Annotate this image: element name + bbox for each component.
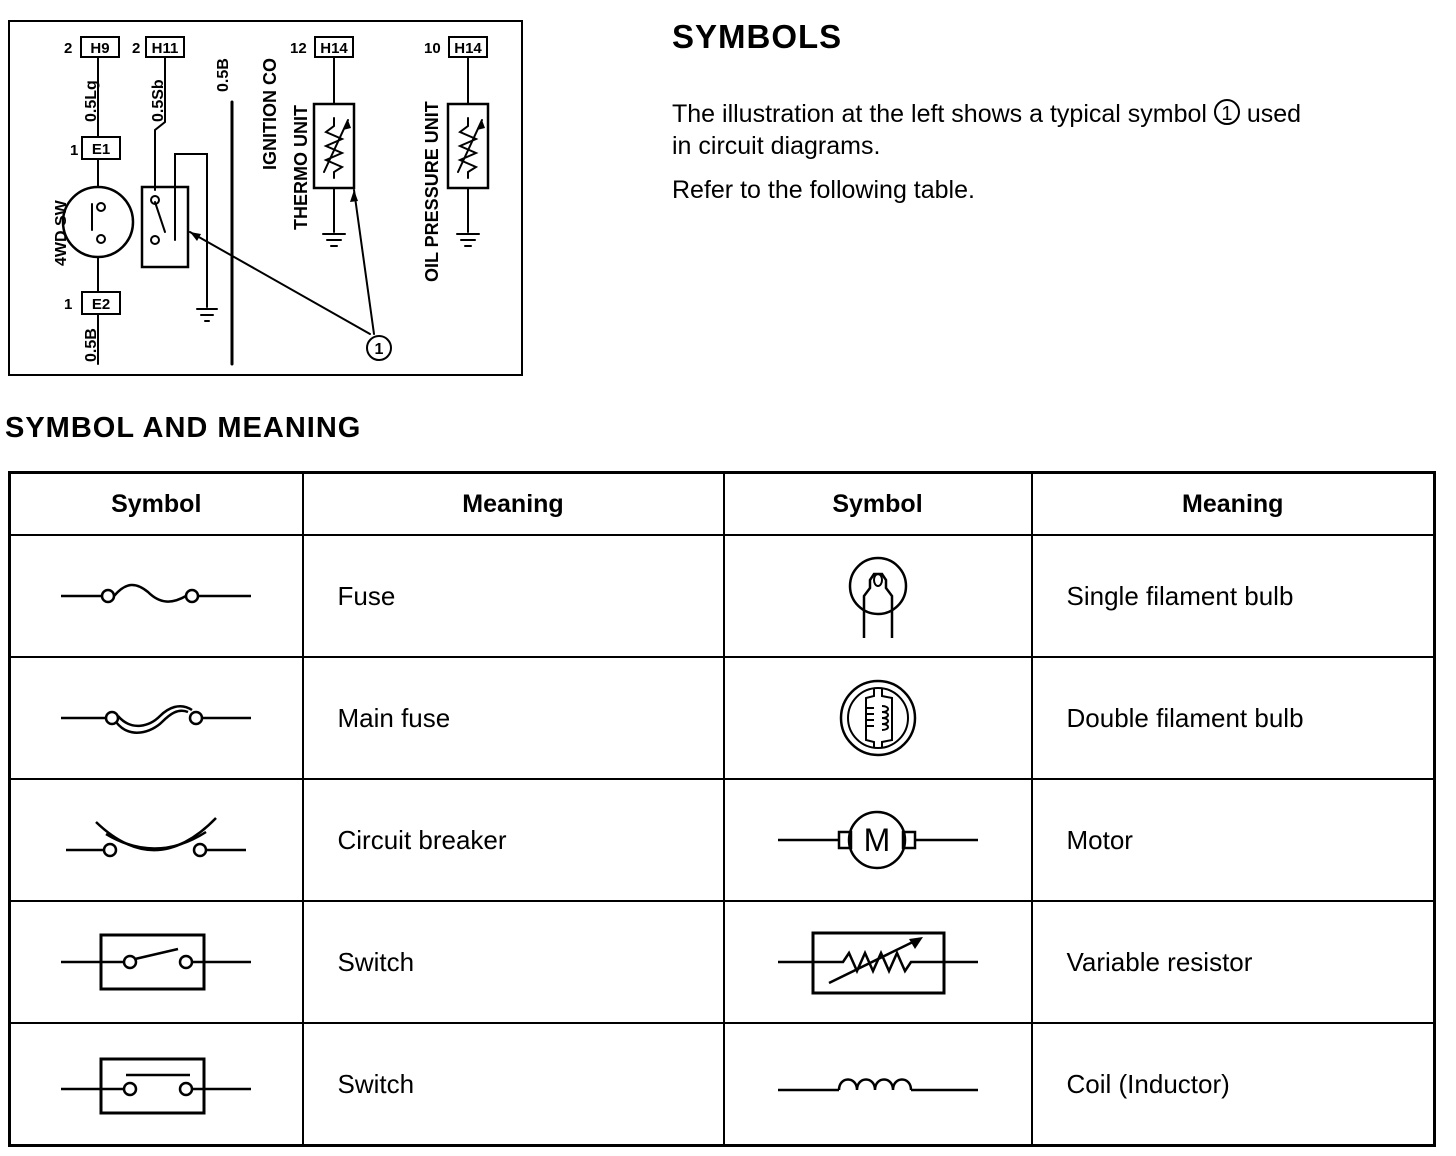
connector-pin: 10 [424, 40, 441, 57]
switch-contact [154, 201, 166, 233]
column-header-symbol: Symbol [8, 471, 304, 536]
symbol-cell [722, 534, 1033, 658]
table-row: Circuit breaker M Motor [8, 778, 1436, 902]
connector-code: E2 [92, 296, 110, 313]
meaning-cell: Motor [1030, 778, 1436, 902]
connector-pin: 1 [70, 142, 78, 159]
connector-box [81, 136, 121, 160]
callout-leader [353, 189, 375, 335]
symbol-cell: M [722, 778, 1033, 902]
symbols-heading: SYMBOLS [672, 18, 843, 55]
intro-line-1-end: used [1246, 100, 1302, 128]
symbol-meaning-table: Symbol Meaning Symbol Meaning Fuse [8, 471, 1436, 1147]
switch-open-icon [61, 933, 252, 991]
meaning-cell: Double filament bulb [1030, 656, 1436, 780]
arrow-head [343, 120, 351, 130]
wire [154, 56, 166, 191]
meaning-cell: Variable resistor [1030, 900, 1436, 1024]
single-filament-bulb-icon [848, 556, 907, 638]
circuit-diagram-svg: 2 H9 2 H11 12 H14 10 H14 1 E1 1 E2 4WD S… [53, 36, 490, 366]
switch-terminal [96, 202, 106, 212]
motor-icon: M [777, 810, 978, 870]
callout-leader [189, 231, 371, 335]
connector-code: H9 [90, 40, 109, 57]
symbol-cell [8, 656, 304, 780]
symbol-cell [8, 778, 304, 902]
arrow-head [190, 232, 201, 241]
column-header-meaning: Meaning [301, 471, 725, 536]
arrow-head [477, 120, 485, 130]
connector-code: H11 [152, 40, 179, 57]
connector-pin: 1 [64, 296, 72, 313]
ignition-label: IGNITION CO [260, 58, 280, 170]
fuse-icon [61, 583, 252, 604]
meaning-cell: Switch [301, 900, 725, 1024]
switch-box [140, 185, 190, 269]
arrow-head [350, 190, 358, 202]
connector-code: H14 [454, 40, 482, 57]
symbol-cell [8, 1022, 304, 1147]
intro-line-2: in circuit diagrams. [672, 132, 881, 160]
switch-terminal [150, 235, 160, 245]
meaning-cell: Circuit breaker [301, 778, 725, 902]
switch-circle [61, 185, 135, 259]
connector-pin: 12 [290, 40, 307, 57]
table-row: Switch Coil (Inductor) [8, 1022, 1436, 1147]
main-fuse-icon [61, 705, 252, 734]
connector-code: E1 [92, 141, 110, 158]
circuit-breaker-icon [66, 817, 247, 858]
meaning-cell: Coil (Inductor) [1030, 1022, 1436, 1147]
meaning-cell: Fuse [301, 534, 725, 658]
thermo-label: THERMO UNIT [291, 105, 311, 230]
meaning-cell: Single filament bulb [1030, 534, 1436, 658]
symbol-cell [722, 656, 1033, 780]
variable-resistor-icon [777, 931, 978, 995]
wire [174, 153, 208, 308]
switch-label: 4WD SW [53, 199, 70, 266]
intro-line-3: Refer to the following table. [672, 176, 975, 204]
wire-label: 0.5B [215, 58, 232, 92]
connector-code: H14 [320, 40, 348, 57]
symbol-cell [8, 900, 304, 1024]
connector-pin: 2 [64, 40, 72, 57]
meaning-cell: Switch [301, 1022, 725, 1147]
table-row: Main fuse Double filament bulb [8, 656, 1436, 780]
section-title: SYMBOL AND MEANING [5, 412, 362, 444]
callout-marker [366, 335, 392, 361]
motor-glyph: M [863, 822, 890, 858]
connector-box [80, 36, 120, 58]
symbol-cell [722, 900, 1033, 1024]
double-filament-bulb-icon [839, 679, 916, 757]
table-row: Fuse Single filament bulb [8, 534, 1436, 658]
intro-text: The illustration at the left shows a typ… [672, 98, 1456, 206]
switch-closed-icon [61, 1057, 252, 1115]
wire-label: 0.5Lg [83, 80, 100, 122]
symbol-cell [722, 1022, 1033, 1147]
column-header-meaning: Meaning [1030, 471, 1436, 536]
wire-label: 0.5Sb [150, 79, 167, 122]
connector-box [81, 291, 121, 315]
intro-line-1: The illustration at the left shows a typ… [672, 98, 1456, 130]
circuit-diagram: 2 H9 2 H11 12 H14 10 H14 1 E1 1 E2 4WD S… [8, 20, 523, 376]
circled-number-marker: 1 [1213, 99, 1240, 125]
meaning-cell: Main fuse [301, 656, 725, 780]
intro-line-1-text: The illustration at the left shows a typ… [672, 100, 1207, 128]
coil-inductor-icon [777, 1078, 978, 1092]
switch-terminal [96, 234, 106, 244]
column-header-symbol: Symbol [722, 471, 1033, 536]
oil-label: OIL PRESSURE UNIT [422, 101, 442, 282]
callout-number: 1 [375, 341, 384, 358]
wire-label: 0.5B [83, 328, 100, 362]
table-row: Switch Variable resistor [8, 900, 1436, 1024]
symbol-cell [8, 534, 304, 658]
table-header-row: Symbol Meaning Symbol Meaning [8, 471, 1436, 536]
connector-pin: 2 [132, 40, 140, 57]
